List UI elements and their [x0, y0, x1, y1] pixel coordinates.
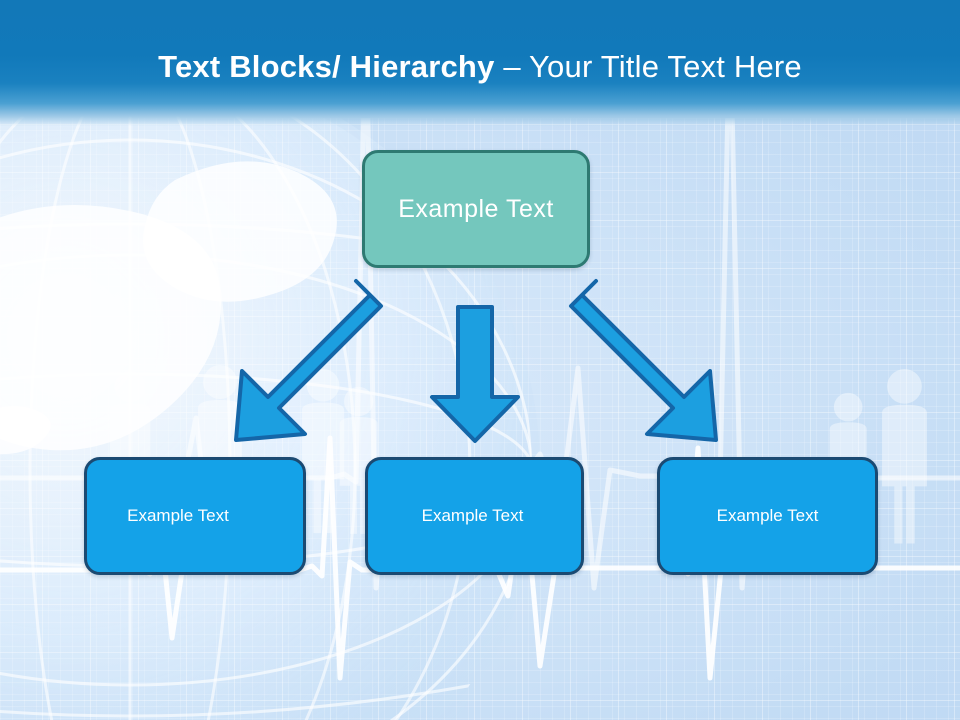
- page-title-separator: –: [494, 49, 530, 84]
- hierarchy-child-box-3[interactable]: Example Text: [657, 457, 878, 575]
- hierarchy-child-label-3: Example Text: [716, 506, 819, 525]
- page-title: Text Blocks/ Hierarchy – Your Title Text…: [0, 48, 960, 86]
- hierarchy-child-box-2[interactable]: Example Text: [365, 457, 584, 575]
- page-title-light: Your Title Text Here: [529, 49, 802, 84]
- page-title-bold: Text Blocks/ Hierarchy: [158, 49, 495, 84]
- header-band: Text Blocks/ Hierarchy – Your Title Text…: [0, 0, 960, 126]
- hierarchy-child-label-1: Example Text: [127, 506, 229, 525]
- hierarchy-root-label: Example Text: [398, 194, 554, 223]
- hierarchy-child-box-1[interactable]: Example Text: [84, 457, 306, 575]
- hierarchy-root-box[interactable]: Example Text: [362, 150, 590, 268]
- hierarchy-child-label-2: Example Text: [421, 506, 524, 525]
